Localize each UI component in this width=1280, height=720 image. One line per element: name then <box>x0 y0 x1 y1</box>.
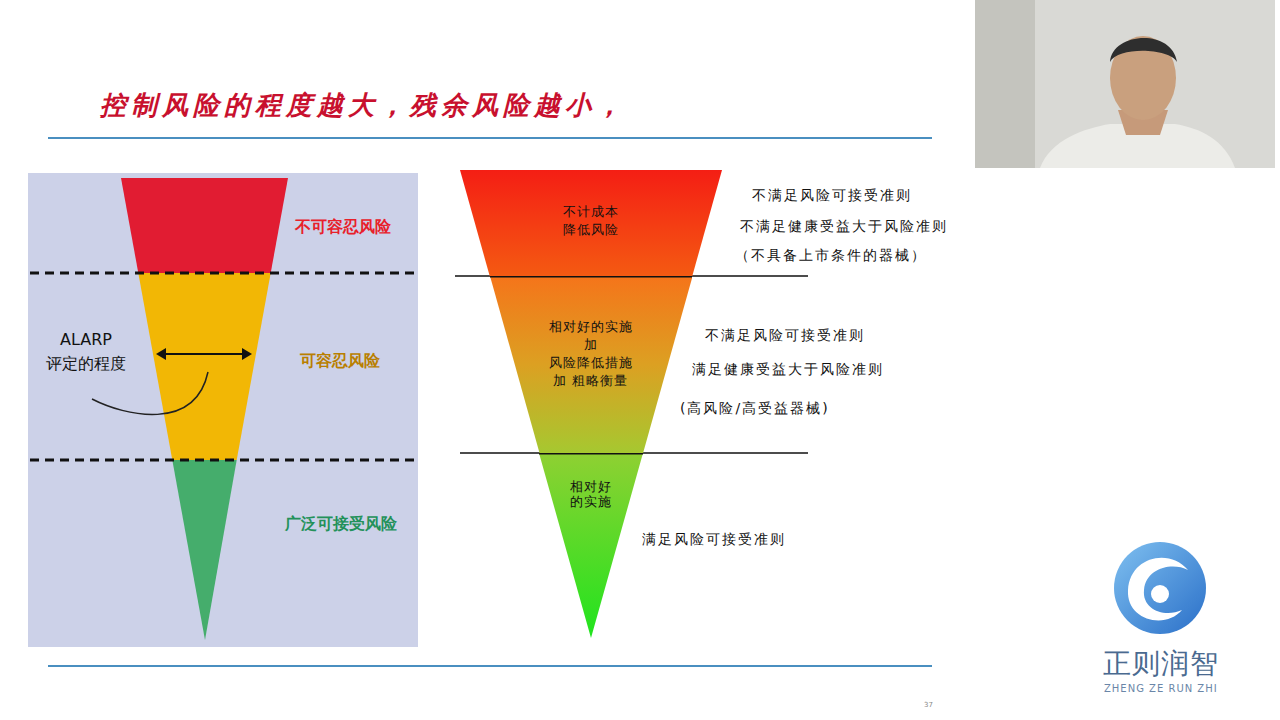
alarp-double-arrow <box>156 348 252 360</box>
criteria-note: 不满足健康受益大于风险准则 <box>740 218 948 236</box>
dashed-divider <box>30 272 415 275</box>
band-text: 相对好的实施 <box>570 479 613 509</box>
risk-zone-label: 不可容忍风险 <box>295 217 391 238</box>
tolerable-band <box>138 273 270 460</box>
criteria-note: （不具备上市条件的器械） <box>735 247 927 265</box>
alarp-label: ALARP 评定的程度 <box>41 328 131 376</box>
risk-band: 相对好的实施 <box>539 453 643 638</box>
risk-zone-label: 广泛可接受风险 <box>285 514 397 535</box>
slide-title: 控制风险的程度越大，残余风险越小， <box>100 88 627 123</box>
risk-band: 相对好的实施 加 风险降低措施 加 粗略衡量 <box>490 276 693 453</box>
logo-text: 正则润智 <box>1103 645 1219 683</box>
risk-zone-label: 可容忍风险 <box>300 351 380 372</box>
logo-subtext: ZHENG ZE RUN ZHI <box>1104 683 1218 694</box>
band-text: 不计成本 降低风险 <box>561 203 621 239</box>
band-text: 相对好的实施 加 风险降低措施 加 粗略衡量 <box>548 318 634 390</box>
criteria-note: 不满足风险可接受准则 <box>752 187 912 205</box>
left-panel <box>28 173 418 647</box>
logo-icon <box>1114 542 1206 634</box>
criteria-note: (高风险/高受益器械) <box>680 400 830 418</box>
leader-curve <box>92 372 208 415</box>
title-rule <box>48 137 932 139</box>
dashed-divider <box>30 459 415 462</box>
page-number: 37 <box>924 701 933 709</box>
criteria-note: 满足风险可接受准则 <box>642 531 786 549</box>
footer-rule <box>48 665 932 667</box>
criteria-note: 不满足风险可接受准则 <box>705 327 865 345</box>
acceptable-band <box>172 460 236 640</box>
risk-band: 不计成本 降低风险 <box>460 170 722 276</box>
intolerable-band <box>121 178 288 273</box>
criteria-note: 满足健康受益大于风险准则 <box>692 361 884 379</box>
webcam-frame <box>975 0 1275 168</box>
